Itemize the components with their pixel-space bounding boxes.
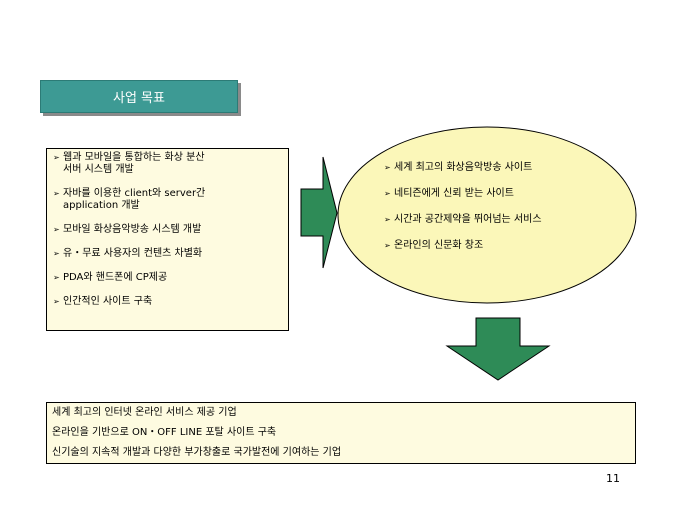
down-arrow-icon — [445, 317, 551, 381]
list-item-text: 자바를 이용한 client와 server간 application 개발 — [63, 188, 206, 211]
list-item: ➢ 인간적인 사이트 구축 — [53, 296, 282, 308]
list-item: ➢ 웹과 모바일을 통합하는 화상 분산 서버 시스템 개발 — [53, 152, 282, 176]
arrow-bullet-icon: ➢ — [53, 297, 60, 306]
list-item: ➢ PDA와 핸드폰에 CP제공 — [53, 272, 282, 284]
arrow-bullet-icon: ➢ — [53, 225, 60, 234]
list-item: ➢ 네티즌에게 신뢰 받는 사이트 — [384, 188, 624, 200]
list-item: ➢ 모바일 화상음악방송 시스템 개발 — [53, 224, 282, 236]
arrow-bullet-icon: ➢ — [384, 241, 391, 250]
arrow-bullet-icon: ➢ — [53, 189, 60, 198]
list-item-text: 모바일 화상음악방송 시스템 개발 — [63, 224, 202, 235]
goal-text: 시간과 공간제약을 뛰어넘는 서비스 — [394, 214, 542, 225]
summary-line: 세계 최고의 인터넷 온라인 서비스 제공 기업 — [52, 407, 237, 418]
summary-line: 온라인을 기반으로 ON・OFF LINE 포탈 사이트 구축 — [52, 427, 277, 438]
goals-ellipse — [337, 126, 637, 304]
arrow-bullet-icon: ➢ — [53, 249, 60, 258]
goals-list: ➢ 세계 최고의 화상음악방송 사이트 ➢ 네티즌에게 신뢰 받는 사이트 ➢ … — [384, 162, 624, 266]
right-arrow-icon — [300, 156, 338, 269]
goal-text: 네티즌에게 신뢰 받는 사이트 — [394, 188, 514, 199]
list-item-text: PDA와 핸드폰에 CP제공 — [63, 272, 168, 283]
list-item: ➢ 온라인의 신문화 창조 — [384, 240, 624, 252]
list-item-text: 웹과 모바일을 통합하는 화상 분산 서버 시스템 개발 — [63, 152, 205, 175]
arrow-bullet-icon: ➢ — [53, 273, 60, 282]
list-item-text: 유・무료 사용자의 컨텐츠 차별화 — [63, 248, 203, 259]
list-item: ➢ 유・무료 사용자의 컨텐츠 차별화 — [53, 248, 282, 260]
arrow-bullet-icon: ➢ — [384, 163, 391, 172]
arrow-bullet-icon: ➢ — [384, 189, 391, 198]
summary-line: 신기술의 지속적 개발과 다양한 부가창출로 국가발전에 기여하는 기업 — [52, 447, 342, 458]
list-item: ➢ 시간과 공간제약을 뛰어넘는 서비스 — [384, 214, 624, 226]
arrow-bullet-icon: ➢ — [384, 215, 391, 224]
list-item: ➢ 자바를 이용한 client와 server간 application 개발 — [53, 188, 282, 212]
goal-text: 세계 최고의 화상음악방송 사이트 — [394, 162, 533, 173]
arrow-bullet-icon: ➢ — [53, 153, 60, 162]
list-item: ➢ 세계 최고의 화상음악방송 사이트 — [384, 162, 624, 174]
feature-list-box: ➢ 웹과 모바일을 통합하는 화상 분산 서버 시스템 개발 ➢ 자바를 이용한… — [46, 148, 289, 331]
section-title: 사업 목표 — [40, 80, 238, 113]
page-number: 11 — [606, 472, 620, 485]
summary-box: 세계 최고의 인터넷 온라인 서비스 제공 기업 온라인을 기반으로 ON・OF… — [46, 402, 636, 464]
list-item-text: 인간적인 사이트 구축 — [63, 296, 153, 307]
goal-text: 온라인의 신문화 창조 — [394, 240, 484, 251]
